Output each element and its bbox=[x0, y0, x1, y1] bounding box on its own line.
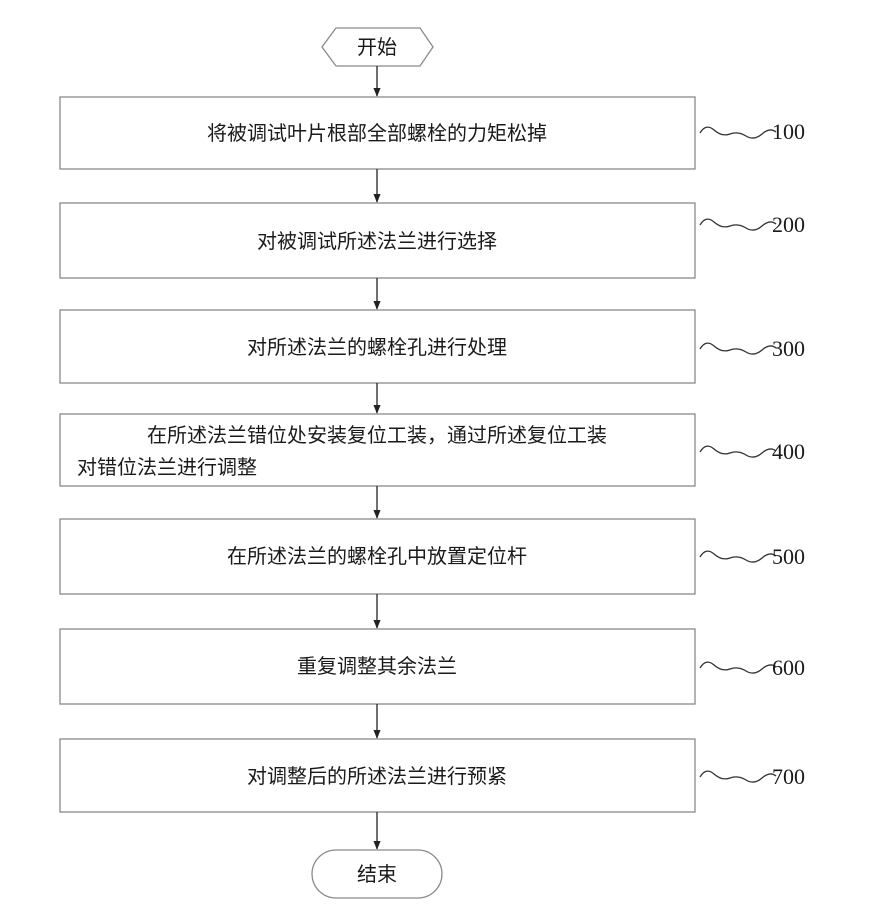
leader-line bbox=[700, 446, 776, 457]
step-600-text: 重复调整其余法兰 bbox=[297, 654, 457, 678]
step-400-text-line-1: 在所述法兰错位处安装复位工装，通过所述复位工装 bbox=[147, 423, 607, 447]
step-300-text: 对所述法兰的螺栓孔进行处理 bbox=[247, 335, 507, 359]
step-400: 在所述法兰错位处安装复位工装，通过所述复位工装 对错位法兰进行调整 400 bbox=[60, 414, 805, 486]
step-600-ref: 600 bbox=[772, 655, 805, 680]
step-700-text: 对调整后的所述法兰进行预紧 bbox=[247, 764, 507, 788]
step-100-text: 将被调试叶片根部全部螺栓的力矩松掉 bbox=[207, 121, 547, 145]
step-600: 重复调整其余法兰 600 bbox=[60, 629, 805, 704]
step-500-text: 在所述法兰的螺栓孔中放置定位杆 bbox=[227, 544, 527, 568]
step-300-ref: 300 bbox=[772, 336, 805, 361]
step-200-text: 对被调试所述法兰进行选择 bbox=[257, 229, 497, 253]
step-700: 对调整后的所述法兰进行预紧 700 bbox=[60, 739, 805, 812]
leader-line bbox=[700, 771, 776, 782]
step-500-ref: 500 bbox=[772, 544, 805, 569]
step-500: 在所述法兰的螺栓孔中放置定位杆 500 bbox=[60, 519, 805, 594]
step-300: 对所述法兰的螺栓孔进行处理 300 bbox=[60, 310, 805, 383]
start-node: 开始 bbox=[322, 28, 433, 66]
leader-line bbox=[700, 662, 776, 673]
start-label: 开始 bbox=[357, 35, 397, 59]
step-100-ref: 100 bbox=[772, 119, 805, 144]
leader-line bbox=[700, 219, 776, 230]
step-100: 将被调试叶片根部全部螺栓的力矩松掉 100 bbox=[60, 97, 805, 169]
leader-line bbox=[700, 127, 776, 138]
leader-line bbox=[700, 551, 776, 562]
step-400-ref: 400 bbox=[772, 439, 805, 464]
step-700-ref: 700 bbox=[772, 764, 805, 789]
end-label: 结束 bbox=[357, 862, 397, 886]
step-400-text-line-2: 对错位法兰进行调整 bbox=[77, 455, 257, 479]
step-200: 对被调试所述法兰进行选择 200 bbox=[60, 203, 805, 278]
step-200-ref: 200 bbox=[772, 212, 805, 237]
leader-line bbox=[700, 343, 776, 354]
end-node: 结束 bbox=[312, 850, 442, 898]
